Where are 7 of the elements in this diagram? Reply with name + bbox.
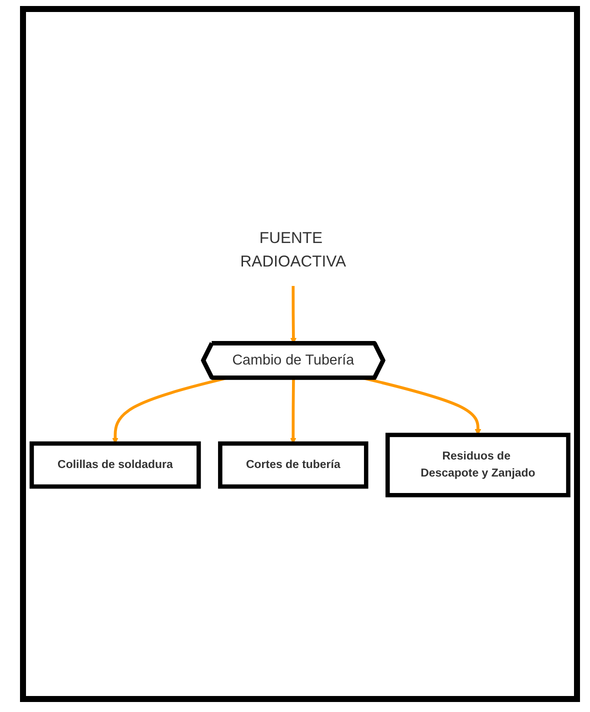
node-box	[30, 441, 201, 489]
arrow	[290, 378, 296, 444]
node-text: FUENTE RADIOACTIVA	[240, 228, 346, 270]
frame-border: FUENTE RADIOACTIVA Cambio de Tubería Colillas de soldadura Cortes de tubería Residuos de Descapote y Zanjado	[20, 6, 580, 702]
arrow	[290, 286, 297, 344]
node-box	[218, 441, 368, 489]
node-box	[385, 432, 570, 498]
